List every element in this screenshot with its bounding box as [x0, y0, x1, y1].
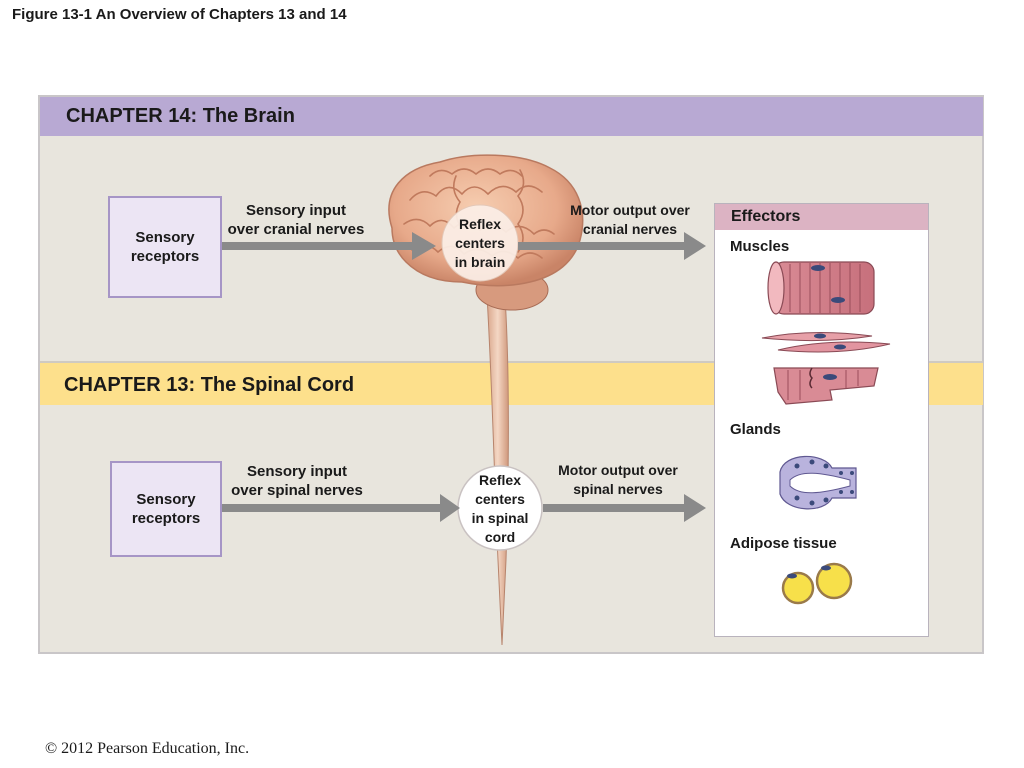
label-line: Reflex — [458, 216, 502, 232]
label-line: Motor output over — [558, 462, 678, 478]
label-line: centers — [455, 235, 505, 251]
skeletal-muscle-illustration — [767, 261, 875, 315]
sensory-receptors-line2: receptors — [131, 510, 201, 527]
pathway-arrows — [222, 232, 706, 522]
muscles-label: Muscles — [730, 238, 790, 255]
label-line: Sensory input — [245, 202, 346, 219]
label-line: cord — [484, 529, 516, 545]
label-line: cranial nerves — [582, 221, 678, 237]
sensory-input-spinal-arrow — [222, 494, 460, 522]
label-line: over spinal nerves — [231, 482, 363, 499]
label-line: spinal nerves — [573, 481, 663, 497]
sensory-input-cranial-label: Sensory input over cranial nerves — [222, 201, 370, 239]
sensory-receptors-line1: Sensory — [135, 229, 195, 246]
reflex-centers-brain-label: Reflex centers in brain — [440, 215, 520, 272]
gland-illustration — [779, 455, 857, 510]
figure-title: Figure 13-1 An Overview of Chapters 13 a… — [12, 6, 347, 23]
cardiac-muscle-illustration — [773, 367, 879, 405]
glands-label: Glands — [730, 421, 781, 438]
motor-output-cranial-arrow — [518, 232, 706, 260]
adipose-illustration — [781, 562, 853, 605]
chapter14-band — [40, 97, 983, 136]
sensory-receptors-line2: receptors — [130, 248, 200, 265]
adipose-label: Adipose tissue — [730, 535, 837, 552]
sensory-receptors-line1: Sensory — [136, 491, 196, 508]
label-line: Sensory input — [246, 463, 347, 480]
sensory-input-cranial-arrow — [222, 232, 436, 260]
effectors-header — [715, 204, 928, 230]
copyright-notice: © 2012 Pearson Education, Inc. — [45, 740, 250, 757]
chapter13-title: CHAPTER 13: The Spinal Cord — [64, 374, 355, 396]
chapter14-title: CHAPTER 14: The Brain — [66, 105, 295, 127]
label-line: in brain — [454, 254, 506, 270]
section-divider — [40, 361, 983, 363]
sensory-input-spinal-label: Sensory input over spinal nerves — [222, 462, 372, 500]
sensory-receptors-box-spinal: Sensory receptors — [110, 461, 222, 557]
smooth-muscle-illustration — [761, 331, 891, 353]
label-line: Reflex — [478, 472, 522, 488]
label-line: in spinal — [471, 510, 529, 526]
effectors-title: Effectors — [731, 208, 801, 225]
label-line: centers — [475, 491, 525, 507]
motor-output-spinal-arrow — [543, 494, 706, 522]
label-line: over cranial nerves — [227, 221, 365, 238]
label-line: Motor output over — [570, 202, 690, 218]
brain-illustration — [388, 154, 584, 311]
motor-output-cranial-label: Motor output over cranial nerves — [556, 201, 704, 239]
sensory-receptors-box-brain: Sensory receptors — [108, 196, 222, 298]
reflex-centers-spinal-label: Reflex centers in spinal cord — [460, 471, 540, 547]
motor-output-spinal-label: Motor output over spinal nerves — [544, 461, 692, 499]
